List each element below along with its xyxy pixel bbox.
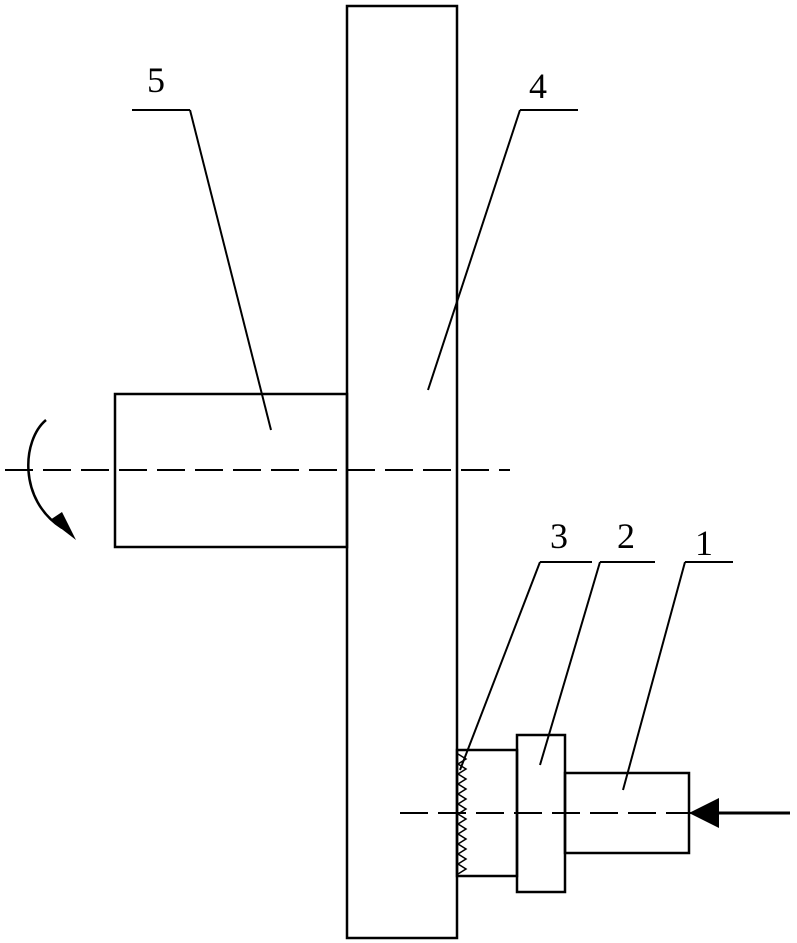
label-2: 2 [617, 516, 635, 556]
leader-line-2 [539, 561, 601, 766]
label-1: 1 [695, 523, 713, 563]
leader-line-5 [189, 109, 272, 431]
label-3: 3 [550, 516, 568, 556]
label-5: 5 [147, 60, 165, 100]
rotation-arrow-icon [27, 419, 63, 530]
rotation-arrow-head-icon [50, 512, 76, 540]
leader-line-3 [459, 561, 541, 771]
leader-line-1 [622, 561, 686, 791]
leader-line-4 [427, 109, 521, 391]
part-4-plate [345, 4, 459, 940]
label-4: 4 [529, 66, 547, 106]
